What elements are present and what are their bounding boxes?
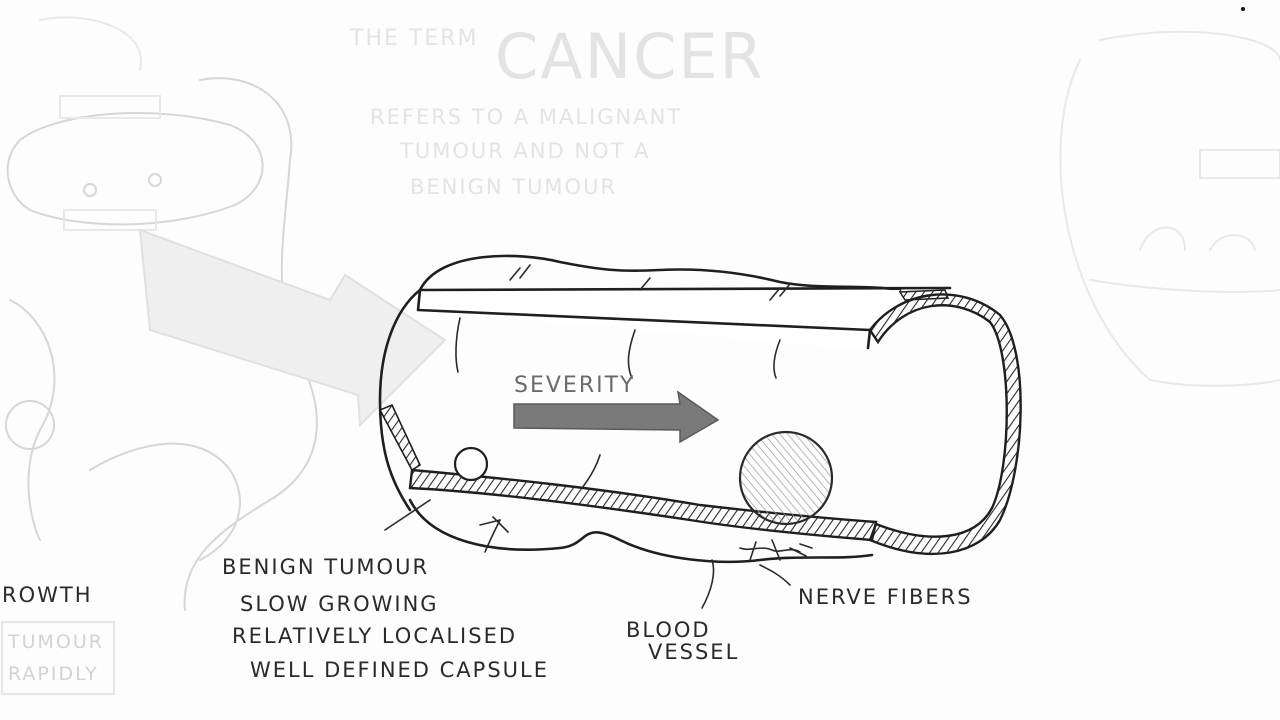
benign-tumour-circle	[455, 448, 487, 480]
faded-term-prefix: THE TERM	[349, 26, 478, 51]
faded-header-line-3: BENIGN TUMOUR	[410, 175, 617, 199]
faded-header-line-2: TUMOUR AND NOT A	[399, 139, 651, 163]
tube-end-ring	[870, 294, 1021, 553]
faded-right-sketch	[1060, 32, 1280, 386]
faded-cancer-title: CANCER	[495, 20, 765, 93]
nerve-fibers-label: NERVE FIBERS	[798, 585, 973, 609]
benign-point-capsule: WELL DEFINED CAPSULE	[250, 658, 549, 682]
blood-vessel-label-line-2: VESSEL	[648, 640, 739, 664]
blood-vessel-label-line-1: BLOOD	[626, 618, 711, 642]
marker-dot	[1241, 7, 1245, 11]
growth-fragment: ROWTH	[2, 583, 93, 607]
left-fragments: ROWTH TUMOUR RAPIDLY	[2, 583, 114, 694]
benign-point-slow-growing: SLOW GROWING	[240, 592, 439, 616]
severity-label: SEVERITY	[514, 373, 635, 398]
benign-tumour-heading: BENIGN TUMOUR	[222, 555, 429, 579]
faded-zoom-arrow	[140, 230, 445, 425]
faded-header-line-1: REFERS TO A MALIGNANT	[370, 105, 682, 129]
rapidly-fragment: RAPIDLY	[8, 663, 99, 685]
benign-point-localised: RELATIVELY LOCALISED	[232, 624, 517, 648]
severity-arrow	[514, 392, 718, 442]
malignant-tumour-circle	[740, 432, 832, 524]
tumour-fragment: TUMOUR	[7, 631, 104, 653]
tube-top-outline	[420, 256, 900, 290]
faded-header: THE TERM CANCER REFERS TO A MALIGNANT TU…	[349, 20, 765, 199]
